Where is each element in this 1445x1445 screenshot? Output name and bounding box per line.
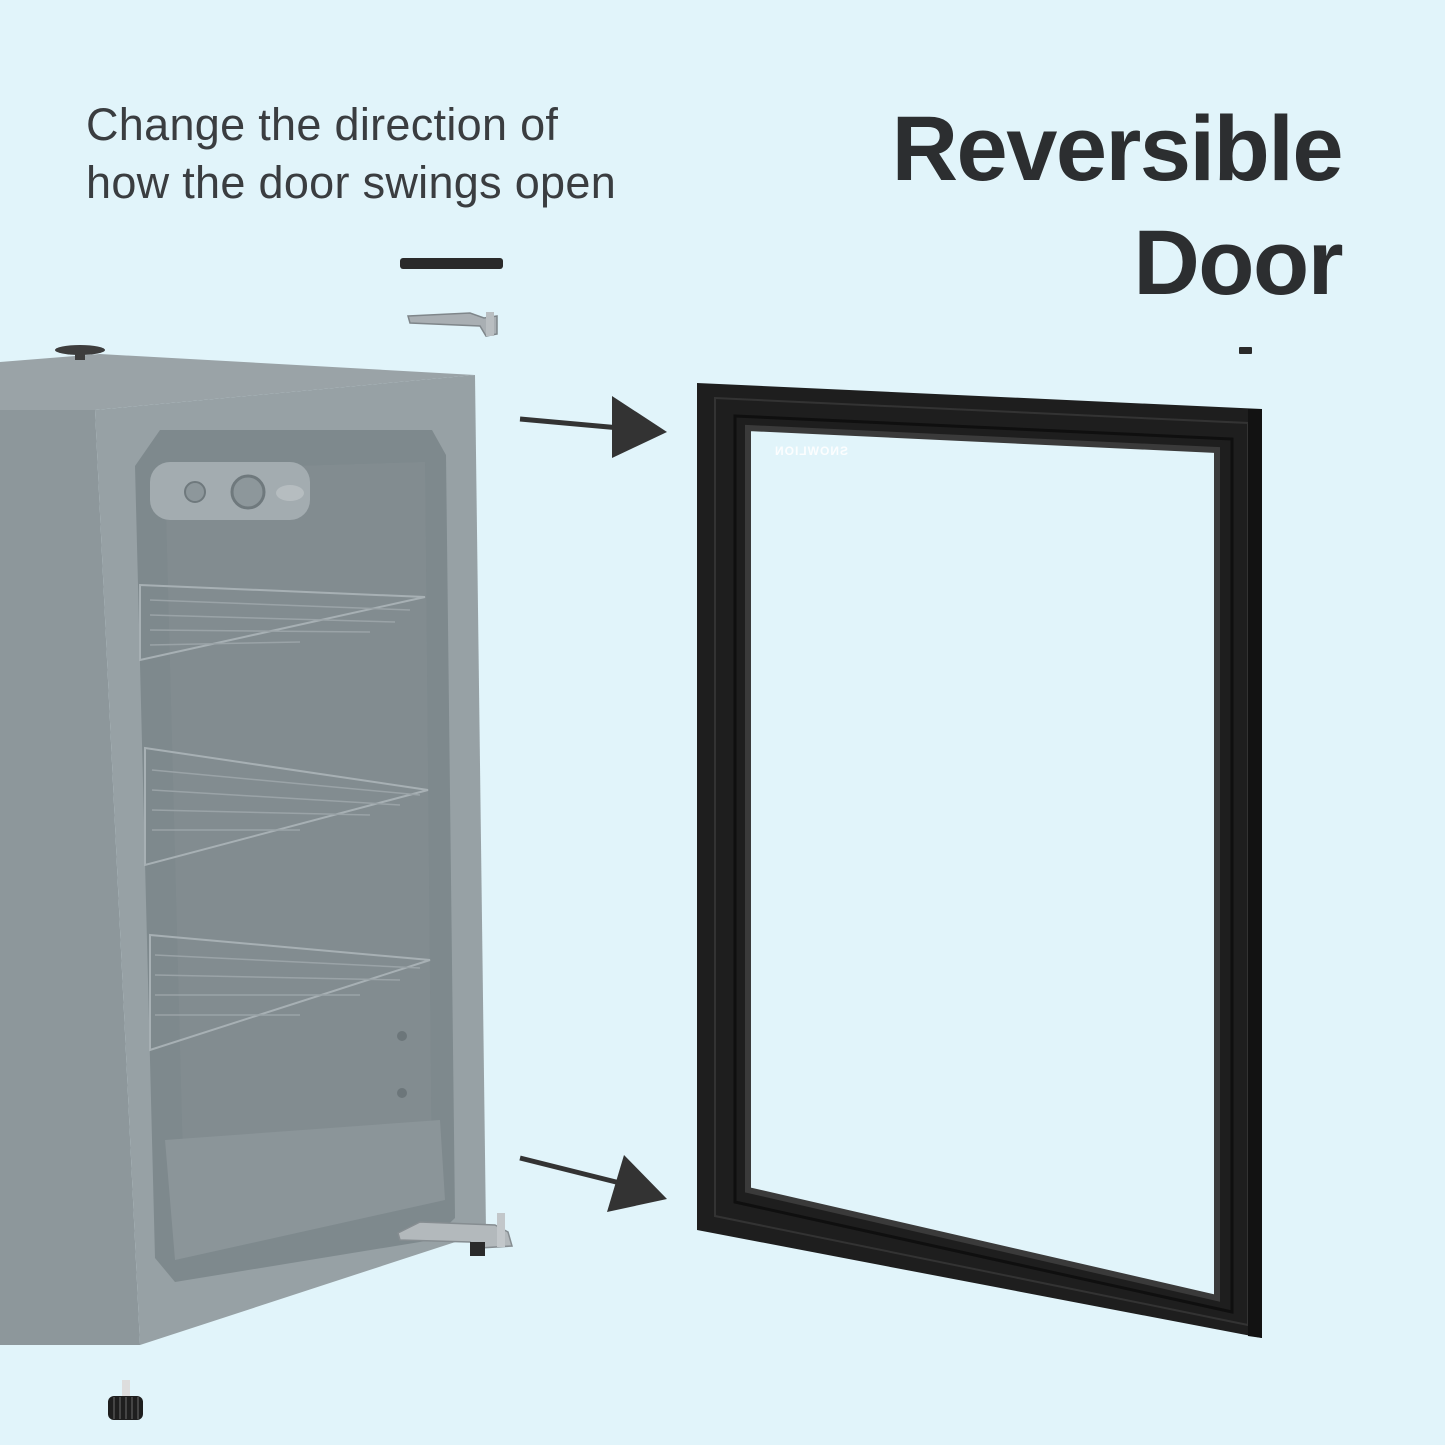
door-logo: SNOWLION <box>774 444 848 458</box>
top-hinge-cover-icon <box>400 258 503 269</box>
leveling-foot-icon <box>108 1380 143 1420</box>
arrow-icon <box>519 1155 667 1212</box>
subheading-line-1: Change the direction of <box>86 99 559 150</box>
top-hinge-icon <box>407 312 498 337</box>
subheading: Change the direction of how the door swi… <box>86 96 746 212</box>
door-frame-illustration: SNOWLION <box>697 383 1262 1338</box>
page-title: Reversible Door <box>722 92 1344 320</box>
fridge-illustration <box>0 345 486 1345</box>
subheading-line-2: how the door swings open <box>86 157 617 208</box>
screw-icon <box>1239 347 1252 354</box>
title-line-2: Door <box>1133 212 1343 314</box>
arrow-icon <box>519 396 667 458</box>
bottom-hinge-icon <box>397 1213 513 1256</box>
title-line-1: Reversible <box>891 98 1344 200</box>
